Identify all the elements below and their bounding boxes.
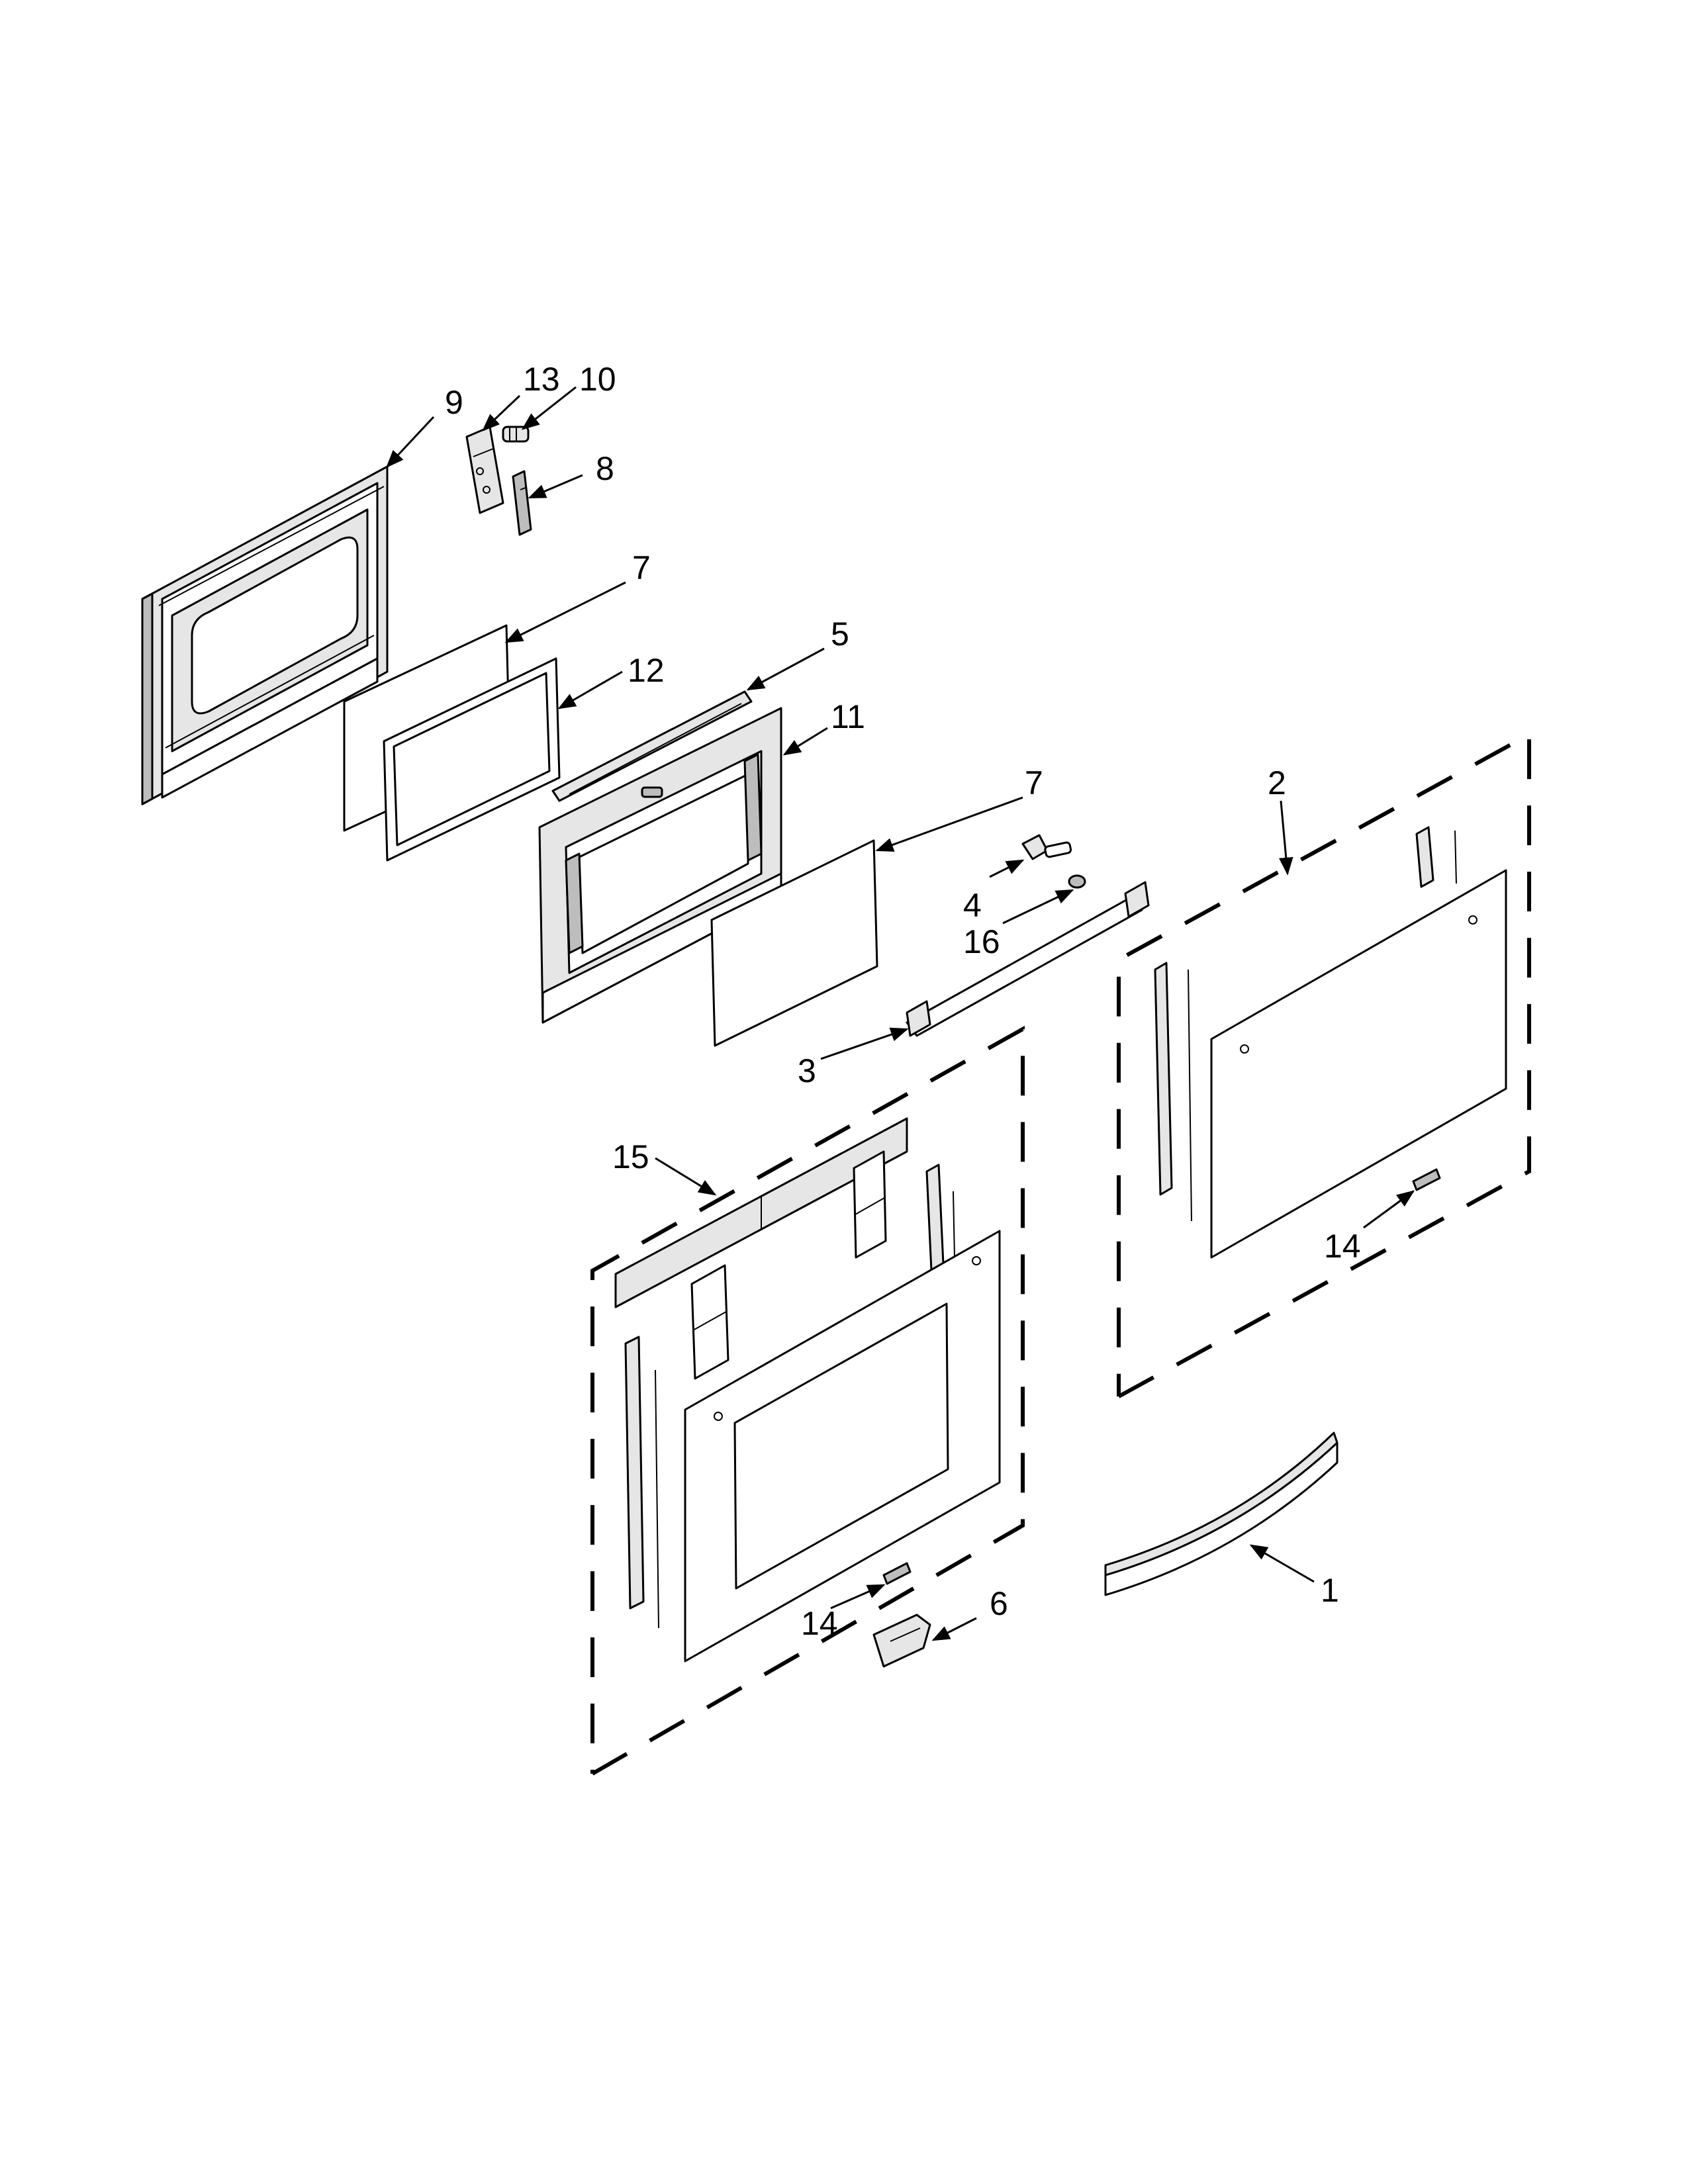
callout-8: 8: [596, 450, 614, 487]
door-handle: [1104, 1432, 1338, 1596]
whirlpool-logo-badge: [882, 1562, 912, 1585]
hinge-receiver: [512, 470, 532, 536]
callout-5: 5: [831, 615, 849, 653]
inner-door-frame: [538, 707, 782, 1024]
callout-7-lower: 7: [1025, 764, 1043, 801]
callout-13: 13: [523, 361, 560, 398]
washer: [1068, 874, 1086, 889]
callout-3: 3: [798, 1052, 816, 1089]
callout-6: 6: [990, 1585, 1008, 1622]
callout-15: 15: [612, 1138, 649, 1175]
callout-2: 2: [1268, 764, 1286, 801]
callout-16: 16: [963, 923, 1000, 960]
callout-14-left: 14: [801, 1605, 838, 1642]
callout-4: 4: [963, 887, 982, 924]
callout-12: 12: [628, 652, 665, 689]
hinge-pin: [502, 426, 530, 443]
door-assembly-15: [590, 1025, 1025, 1776]
glass-frame-gasket: [383, 657, 561, 862]
callout-7-upper: 7: [632, 549, 651, 586]
leader-lines: [386, 386, 1415, 1641]
door-assembly-2: [1117, 731, 1531, 1398]
callout-10: 10: [579, 361, 616, 398]
callout-1: 1: [1321, 1572, 1339, 1609]
top-vent-trim: [551, 690, 753, 802]
inner-glass-lower: [710, 839, 878, 1047]
door-hinge-cover: [872, 1614, 931, 1668]
callout-labels: 9 13 10 8 7 12 5 11 7 2 4 16 3 15 14 14 …: [445, 361, 1361, 1642]
callout-11: 11: [831, 698, 865, 735]
screw: [1021, 834, 1072, 860]
callout-14-right: 14: [1324, 1228, 1361, 1265]
hinge-bracket: [465, 426, 504, 514]
inner-door-liner: [141, 465, 389, 805]
callout-9: 9: [445, 384, 463, 421]
handle-support-bar: [906, 881, 1150, 1037]
whirlpool-logo-badge: [1412, 1168, 1441, 1191]
